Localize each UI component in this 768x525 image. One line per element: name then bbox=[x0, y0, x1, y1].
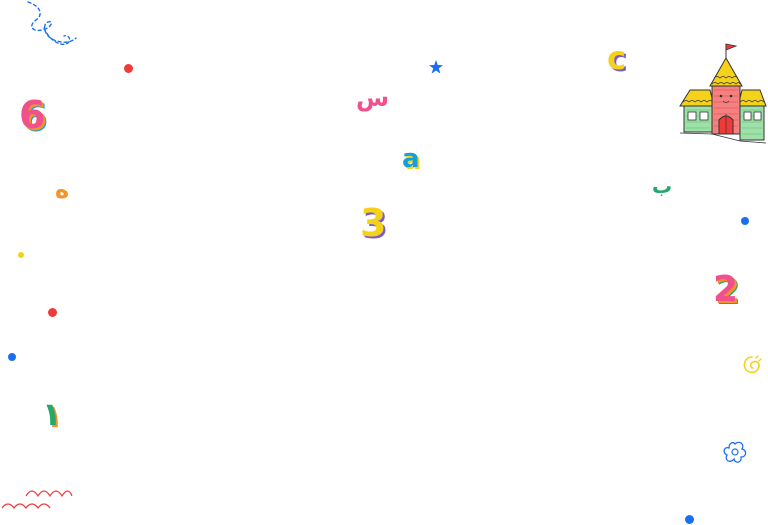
flower-doodle bbox=[723, 441, 747, 463]
blue-dot bbox=[741, 217, 749, 225]
red-dot bbox=[124, 64, 133, 73]
arabic-letter-seen: س bbox=[356, 84, 390, 112]
star-icon bbox=[429, 60, 443, 74]
spiral-doodle bbox=[743, 355, 762, 374]
letter-a: a bbox=[402, 144, 420, 174]
yellow-dot bbox=[18, 252, 24, 258]
number-two: 2 bbox=[713, 269, 739, 310]
letter-c: c bbox=[607, 39, 626, 77]
arabic-number-one: ١ bbox=[42, 395, 62, 433]
red-dot bbox=[48, 308, 57, 317]
blue-dot bbox=[8, 353, 16, 361]
scallop-doodle bbox=[1, 490, 73, 509]
blue-dot bbox=[685, 515, 694, 524]
castle-illustration bbox=[679, 43, 767, 144]
number-three: 3 bbox=[360, 201, 387, 245]
swirl-doodle bbox=[27, 1, 77, 45]
number-six: 6 bbox=[19, 93, 46, 137]
arabic-letter-baa: ب bbox=[652, 174, 673, 198]
arabic-letter-haa: ه bbox=[55, 176, 70, 204]
